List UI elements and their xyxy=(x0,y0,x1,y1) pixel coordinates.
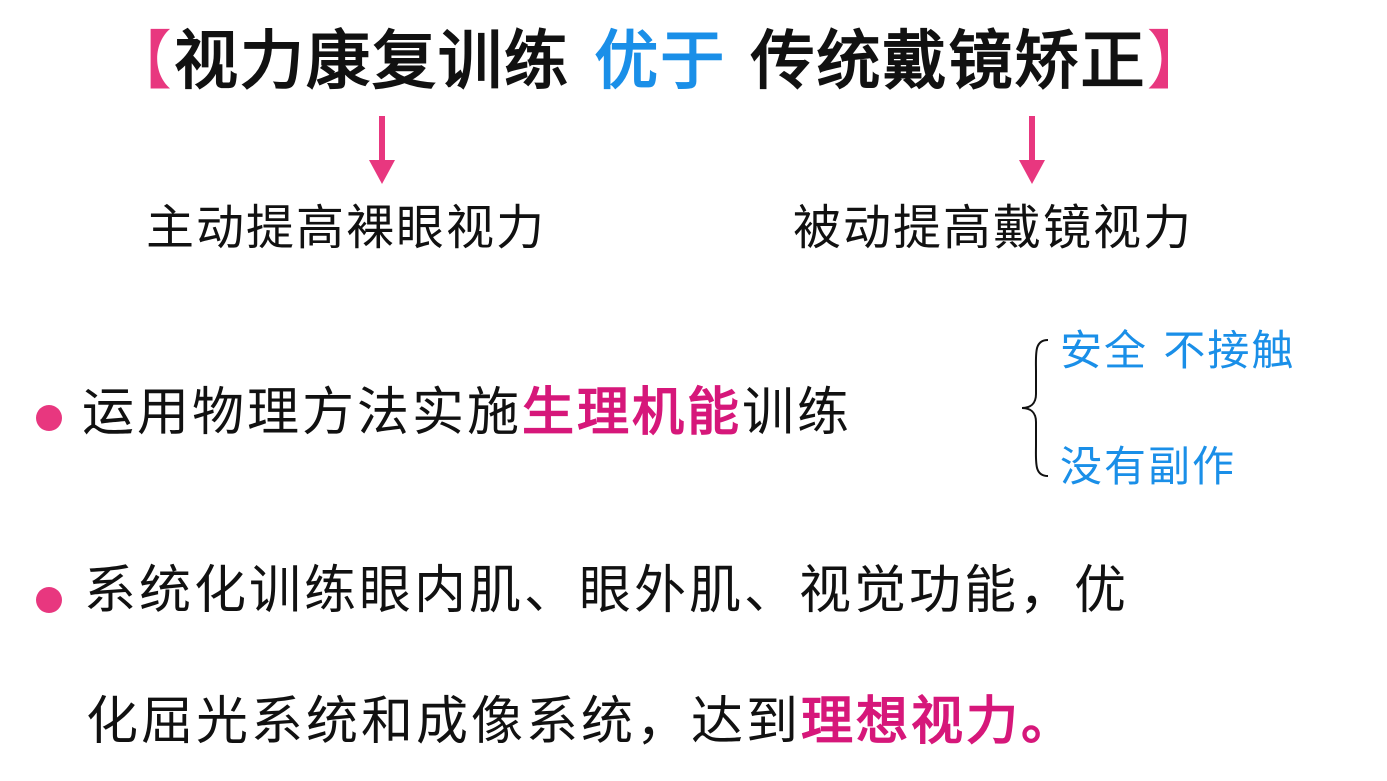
bullet1-suffix: 训练 xyxy=(742,383,853,443)
down-arrow-right-icon xyxy=(1019,116,1045,184)
bullet2-line2-suffix: 。 xyxy=(1021,692,1077,752)
bullet1-note-1: 安全 不接触 xyxy=(1060,326,1296,375)
bullet2-line2-prefix: 化屈光系统和成像系统，达到 xyxy=(86,692,802,752)
down-arrow-left-icon xyxy=(369,116,395,184)
bullet2-line1: 系统化训练眼内肌、眼外肌、视觉功能，优 xyxy=(84,561,1130,621)
bullet-dot-icon xyxy=(36,405,62,431)
title-middle: 优于 xyxy=(594,25,727,99)
bullet2-line2-highlight: 理想视力 xyxy=(801,692,1022,752)
slide-title: 【视力康复训练 优于 传统戴镜矫正】 xyxy=(108,22,1213,102)
curly-brace-icon xyxy=(1021,339,1049,477)
bullet1-text: 运用物理方法实施生理机能训练 xyxy=(82,381,852,445)
bullet-dot-icon xyxy=(36,587,62,613)
title-right: 传统戴镜矫正 xyxy=(750,25,1147,99)
bullet1-highlight: 生理机能 xyxy=(522,383,743,443)
bullet1-prefix: 运用物理方法实施 xyxy=(82,383,523,443)
bullet2-line2: 化屈光系统和成像系统，达到理想视力。 xyxy=(86,690,1076,754)
title-left: 视力康复训练 xyxy=(174,25,570,99)
title-close-bracket: 】 xyxy=(1146,25,1213,99)
compare-left-label: 主动提高裸眼视力 xyxy=(146,200,547,256)
compare-right-label: 被动提高戴镜视力 xyxy=(793,200,1194,256)
bullet1-note-2: 没有副作 xyxy=(1060,442,1237,491)
title-open-bracket: 【 xyxy=(108,25,174,99)
